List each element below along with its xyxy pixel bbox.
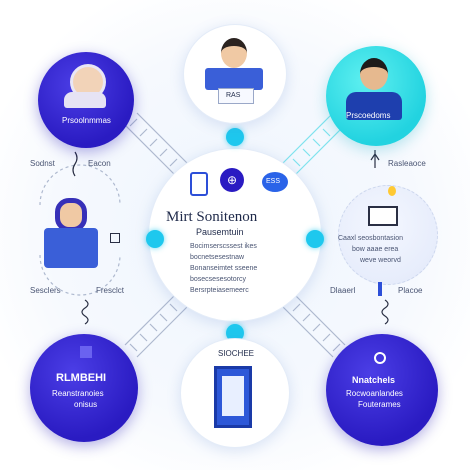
label-right-bottom-a: Dlaaerl — [330, 286, 356, 295]
center-line: Bocimserscssest ikes — [190, 243, 257, 250]
connector-dot-right — [306, 230, 324, 248]
center-badge-label: ESS — [266, 178, 281, 185]
label-left-bottom-b: Fresclct — [96, 286, 124, 295]
person-avatar-icon — [55, 198, 87, 232]
squiggle-top-left — [72, 151, 78, 177]
squiggle-left-low — [81, 299, 89, 325]
node-right-line: Caaxl seosbontasion — [338, 235, 403, 242]
chart-board-icon — [368, 206, 398, 226]
label-left-top-b: Eacon — [88, 159, 111, 168]
label-right-top: Rasleaoce — [388, 159, 426, 168]
node-right-line: bow aaae erea — [352, 246, 399, 253]
label-left-bottom-a: Sesclers — [30, 286, 61, 295]
person-body-icon — [64, 92, 106, 108]
connector-dot-top — [226, 128, 244, 146]
laptop-icon — [205, 68, 263, 90]
ladder-top-left — [124, 112, 191, 179]
label-left-top-a: Sodnst — [30, 159, 55, 168]
node-right-line: weve weorvd — [360, 257, 401, 264]
connector-bar-icon — [378, 282, 382, 296]
node-right[interactable] — [338, 185, 438, 285]
ladder-bottom-right — [279, 291, 346, 358]
device-icon — [80, 346, 92, 358]
node-bottom-label: SIOCHEE — [218, 349, 255, 358]
ladder-bottom-left — [124, 291, 191, 358]
node-bottom-left-line: Reanstranoies — [52, 389, 104, 398]
connector-dot-bottom — [226, 324, 244, 342]
squiggle-right-top — [370, 150, 380, 168]
document-icon — [214, 366, 252, 428]
node-top-left-label: Prsoolnmmas — [62, 116, 111, 125]
center-line: Bonanseimtet sseene — [190, 265, 258, 272]
document-page-icon — [222, 376, 244, 416]
node-top-right-label: Prscoedoms — [346, 111, 391, 120]
center-subtitle: Pausemtuin — [196, 227, 244, 237]
node-bottom-left-title: RLMBEHI — [56, 372, 107, 384]
person-avatar-icon — [360, 58, 388, 90]
node-bottom-right-title: Nnatchels — [352, 375, 396, 385]
label-right-bottom-b: Placoe — [398, 286, 423, 295]
center-line: bocnetsesestnaw — [190, 254, 245, 261]
node-bottom-right-line: Rocwoanlandes — [346, 389, 403, 398]
center-logo-icon: ⊕ — [220, 168, 244, 192]
desk-sign-icon — [218, 88, 254, 104]
node-top-label: RAS — [226, 92, 241, 99]
node-bottom-left-line: onisus — [74, 400, 98, 409]
center-phone-icon — [190, 172, 208, 196]
connector-dot-left — [146, 230, 164, 248]
center-badge — [262, 172, 288, 192]
person-body-icon — [346, 92, 402, 120]
person-avatar-icon — [221, 38, 247, 68]
dashed-arc-left-low — [39, 254, 121, 296]
center-title: Mirt Sonitenon — [166, 209, 258, 225]
person-body-icon — [44, 228, 98, 268]
squiggle-right-low — [381, 299, 389, 325]
dashed-arc-left — [39, 164, 121, 206]
node-bottom-right-line: Fouterames — [358, 400, 401, 409]
center-line: Bersrpteiasemeerc — [190, 287, 249, 294]
center-line: bosecsesesotorcy — [190, 276, 247, 283]
tag-icon — [110, 233, 120, 243]
lightbulb-icon — [388, 186, 396, 196]
ring-icon — [374, 352, 386, 364]
